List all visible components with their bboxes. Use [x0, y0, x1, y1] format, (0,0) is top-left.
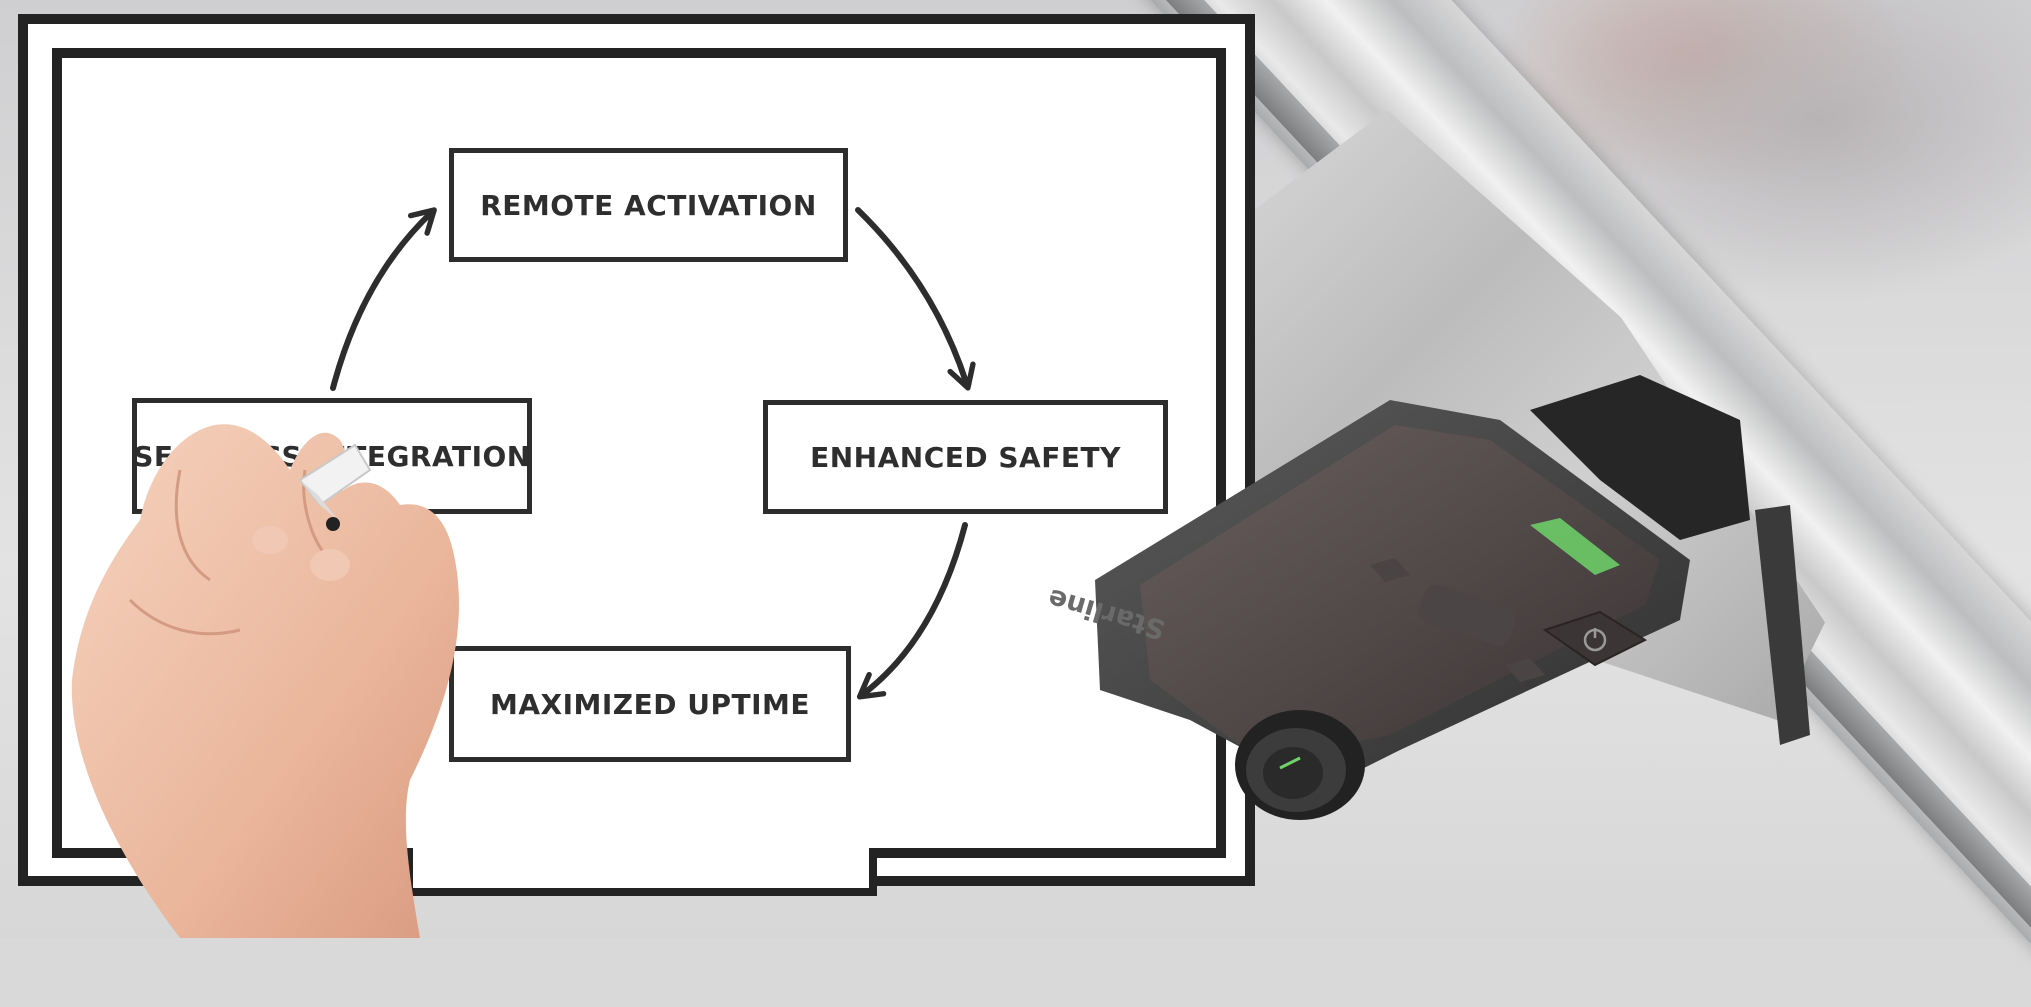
key-switch[interactable]	[1235, 710, 1365, 820]
hand	[71, 424, 459, 938]
inset-slot	[1370, 558, 1410, 582]
arrow-remote-to-safety	[855, 207, 976, 391]
remote-control-device	[1095, 375, 1810, 820]
inset-button	[1505, 658, 1545, 682]
cycle-node-label: ENHANCED SAFETY	[810, 440, 1121, 474]
cycle-node-maximized-uptime: MAXIMIZED UPTIME	[449, 646, 851, 762]
central-recess	[1419, 584, 1516, 646]
hand-with-marker	[71, 424, 459, 938]
power-icon	[1583, 628, 1607, 652]
cycle-node-label: REMOTE ACTIVATION	[480, 188, 817, 222]
whiteboard-ledge	[405, 848, 877, 896]
marker	[298, 443, 372, 531]
cycle-node-label: MAXIMIZED UPTIME	[489, 687, 810, 721]
side-label-plate	[1755, 505, 1810, 745]
arrow-safety-to-uptime	[856, 522, 968, 700]
device-face	[1140, 425, 1660, 760]
mount-block	[1530, 375, 1750, 540]
arrow-integration-to-remote	[330, 207, 437, 391]
cycle-node-remote-activation: REMOTE ACTIVATION	[449, 148, 848, 262]
cycle-node-enhanced-safety: ENHANCED SAFETY	[763, 400, 1168, 514]
status-led	[1530, 518, 1620, 575]
power-button[interactable]	[1542, 610, 1648, 667]
